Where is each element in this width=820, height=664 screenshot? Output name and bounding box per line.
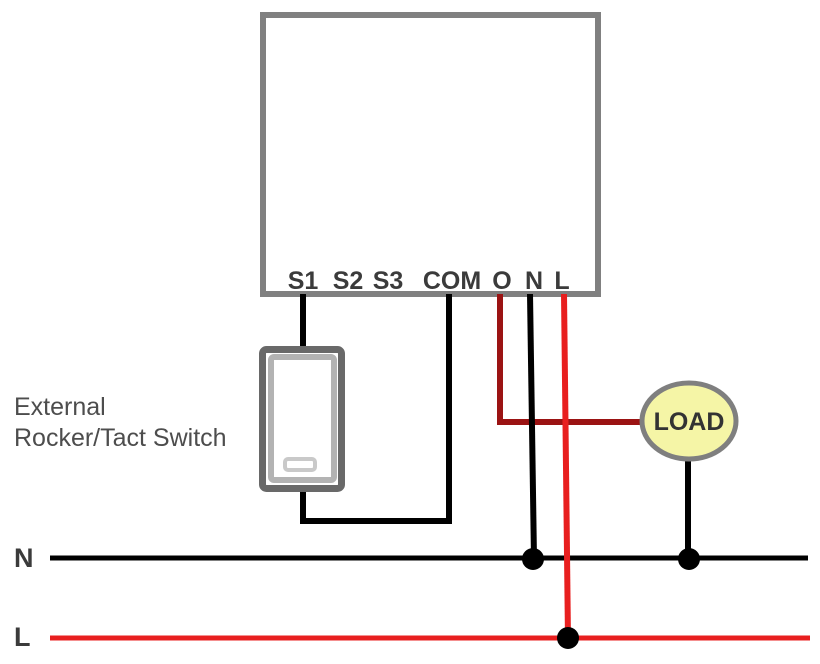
rocker-switch xyxy=(259,346,345,492)
junction-dot-l-wire xyxy=(557,627,579,649)
l-wire xyxy=(561,293,571,641)
terminal-label-s3: S3 xyxy=(373,267,404,295)
junction-dot-n-wire xyxy=(522,548,544,570)
load-label: LOAD xyxy=(654,408,725,436)
neutral-bus-label: N xyxy=(14,543,34,573)
terminal-label-n: N xyxy=(525,267,543,295)
load-bulb xyxy=(639,380,739,462)
switch-caption-line2: Rocker/Tact Switch xyxy=(14,424,227,452)
terminal-label-s2: S2 xyxy=(333,267,364,295)
n-wire xyxy=(527,293,537,560)
junction-dot-load xyxy=(678,548,700,570)
switch-caption-line1: External xyxy=(14,393,106,421)
terminal-label-com: COM xyxy=(423,267,481,295)
live-bus-label: L xyxy=(14,622,31,652)
o-output-wire xyxy=(497,294,644,425)
switch-rocker-indent xyxy=(283,457,317,472)
switch-inner-frame xyxy=(268,354,337,483)
device-box xyxy=(260,12,601,297)
terminal-label-s1: S1 xyxy=(288,267,319,295)
terminal-label-o: O xyxy=(492,267,511,295)
com-wire xyxy=(300,294,452,524)
terminal-label-l: L xyxy=(554,267,569,295)
